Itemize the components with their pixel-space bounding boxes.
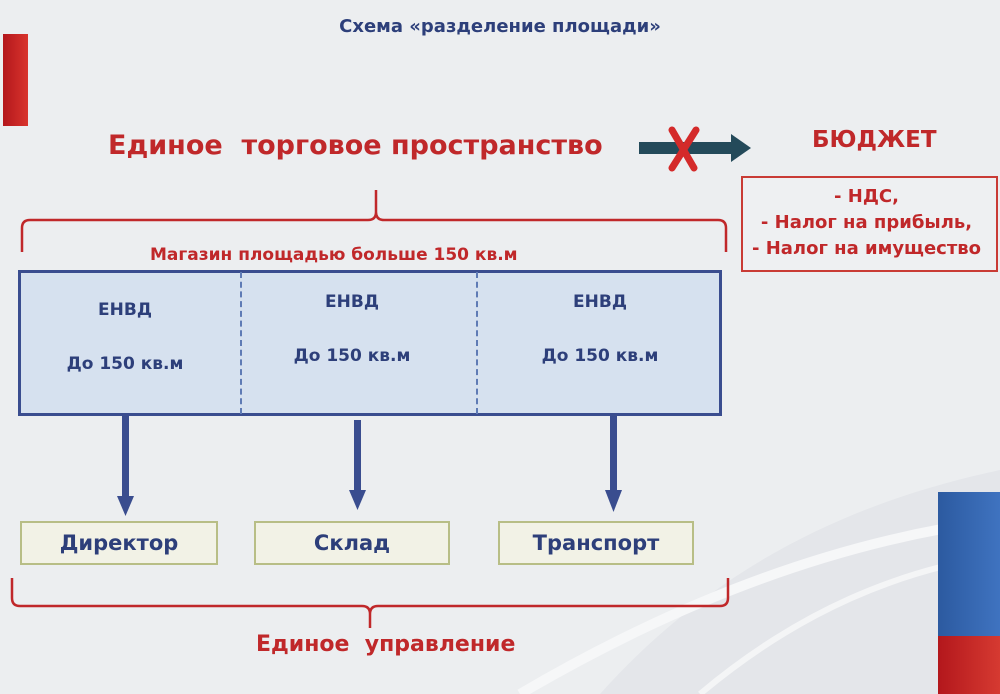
shop-box: [18, 270, 722, 416]
management-label: Единое управление: [256, 632, 516, 657]
budget-title: БЮДЖЕТ: [812, 127, 937, 153]
cell-1-regime: ЕНВД: [98, 300, 152, 320]
budget-box: - НДС, - Налог на прибыль, - Налог на им…: [741, 176, 998, 272]
budget-item-property-tax: - Налог на имущество: [751, 238, 982, 259]
cell-divider: [240, 272, 242, 414]
left-red-accent-bar: [3, 34, 28, 126]
unit-warehouse: Склад: [254, 521, 450, 565]
budget-item-vat: - НДС,: [834, 186, 899, 207]
cell-2-area: До 150 кв.м: [293, 346, 411, 366]
right-blue-accent-block: [938, 492, 1000, 636]
main-heading: Единое торговое пространство: [108, 130, 603, 161]
shop-label: Магазин площадью больше 150 кв.м: [150, 245, 518, 265]
cell-2-regime: ЕНВД: [325, 292, 379, 312]
right-red-accent-block: [938, 636, 1000, 694]
slide-title: Схема «разделение площади»: [339, 16, 661, 37]
cell-3-area: До 150 кв.м: [541, 346, 659, 366]
budget-item-profit-tax: - Налог на прибыль,: [760, 212, 973, 233]
unit-director: Директор: [20, 521, 218, 565]
unit-transport: Транспорт: [498, 521, 694, 565]
cell-1-area: До 150 кв.м: [66, 354, 184, 374]
cell-divider: [476, 272, 478, 414]
cell-3-regime: ЕНВД: [573, 292, 627, 312]
